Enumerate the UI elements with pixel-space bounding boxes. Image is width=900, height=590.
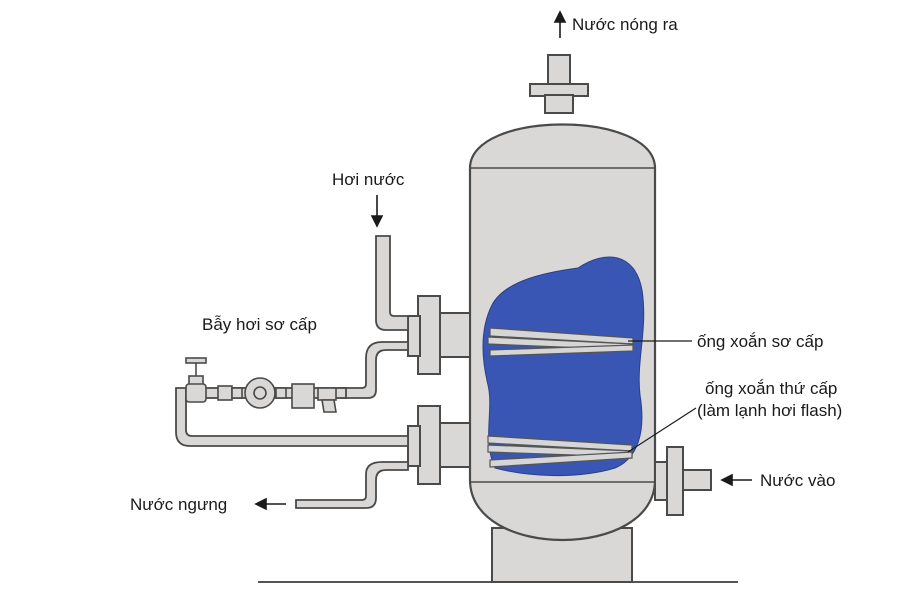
label-secondary-coil-line2: (làm lạnh hơi flash)	[697, 401, 842, 420]
label-condensate: Nước ngưng	[130, 495, 227, 514]
isolation-valve	[185, 357, 207, 403]
water-cutaway	[482, 256, 645, 477]
steam-trap	[217, 377, 287, 409]
arrow-steam-in	[370, 195, 384, 228]
arrow-condensate-out	[254, 497, 286, 511]
primary-coil	[487, 327, 634, 357]
hot-water-outlet	[529, 54, 589, 114]
label-water-in: Nước vào	[760, 471, 835, 490]
upper-inlet-flange	[407, 295, 471, 375]
arrow-water-in	[720, 473, 752, 487]
label-hot-water-out: Nước nóng ra	[572, 15, 678, 34]
arrow-hot-water-out	[553, 10, 567, 38]
trap-feed-pipe	[339, 341, 409, 399]
label-secondary-coil-line1: ống xoắn thứ cấp	[705, 379, 837, 398]
steam-pipe	[375, 235, 409, 331]
condensate-pipe	[295, 461, 409, 509]
strainer	[291, 383, 337, 413]
leader-secondary-coil	[627, 407, 697, 453]
label-primary-coil: ống xoắn sơ cấp	[697, 332, 823, 351]
cold-water-inlet	[654, 446, 712, 516]
lower-outlet-flange	[407, 405, 471, 485]
label-steam: Hơi nước	[332, 170, 405, 189]
secondary-coil	[487, 435, 633, 468]
label-primary-trap: Bẫy hơi sơ cấp	[202, 315, 317, 334]
